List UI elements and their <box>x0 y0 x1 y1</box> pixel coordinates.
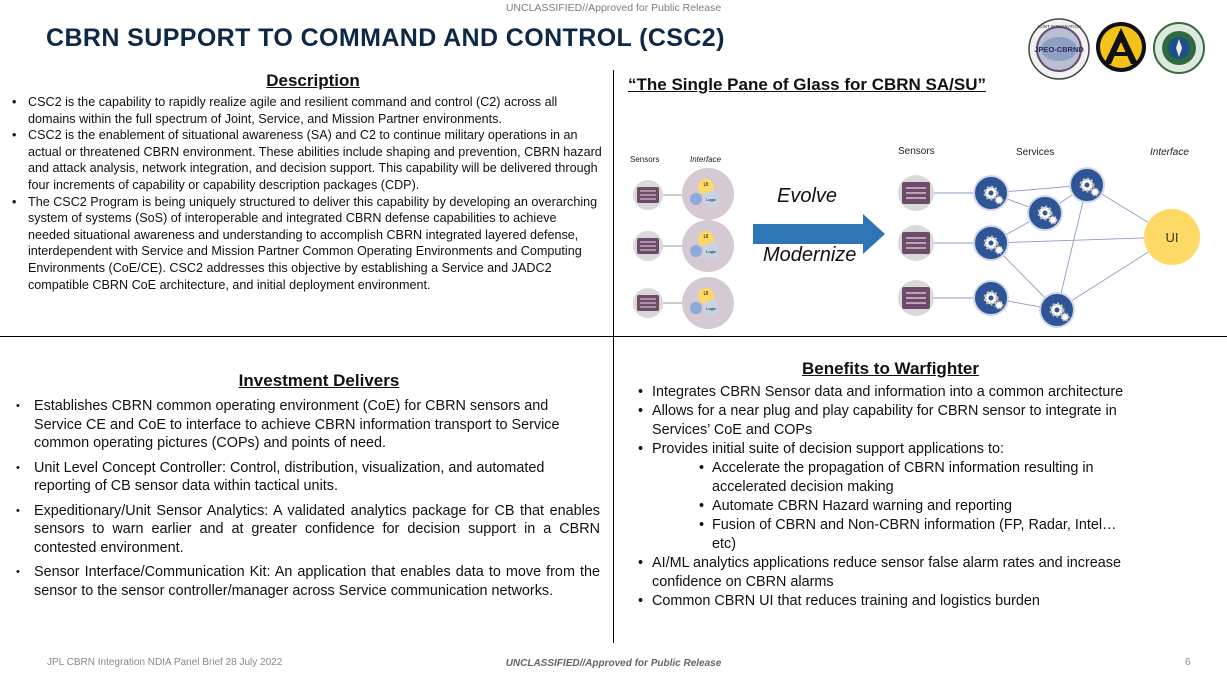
legacy-system-row: UI Logic <box>632 220 734 272</box>
benefit-item: Provides initial suite of decision suppo… <box>638 440 1143 554</box>
interface-node <box>682 277 734 329</box>
classification-banner-top: UNCLASSIFIED//Approved for Public Releas… <box>505 2 722 14</box>
evolution-diagram: Sensors Interface UI Logic UI Logic UI L… <box>630 146 1200 329</box>
benefits-heading: Benefits to Warfighter <box>802 359 979 378</box>
evolve-label: Evolve <box>777 185 837 207</box>
left-interface-label: Interface <box>690 155 722 164</box>
sensor-icon <box>897 279 935 317</box>
sensor-icon <box>897 174 935 212</box>
benefit-item: Integrates CBRN Sensor data and informat… <box>638 383 1143 402</box>
investment-item: Establishes CBRN common operating enviro… <box>0 397 600 453</box>
service-gear-icon <box>1038 291 1076 329</box>
right-sensors-label: Sensors <box>898 146 935 157</box>
sensor-icon <box>632 179 664 211</box>
benefit-item: Common CBRN UI that reduces training and… <box>638 592 1143 611</box>
seal-logo-text: JPEO-CBRND <box>1034 45 1084 54</box>
ui-node-label: UI <box>1166 230 1179 245</box>
svg-text:UI: UI <box>704 182 709 188</box>
page-number: 6 <box>1185 657 1191 668</box>
service-gear-icon <box>1068 166 1106 204</box>
army-acquisition-logo <box>1094 20 1148 74</box>
description-item: CSC2 is the enablement of situational aw… <box>10 127 602 193</box>
svg-text:UI: UI <box>704 234 709 240</box>
classification-banner-bottom: UNCLASSIFIED//Approved for Public Releas… <box>505 658 722 669</box>
seal-ring-text: JOINT INTEGRATION <box>1037 24 1082 29</box>
interface-node <box>682 168 734 220</box>
right-services-label: Services <box>1016 147 1054 158</box>
interface-node <box>682 220 734 272</box>
benefit-subitem: Accelerate the propagation of CBRN infor… <box>652 459 1143 497</box>
description-heading: Description <box>266 71 360 90</box>
benefit-sublist: Accelerate the propagation of CBRN infor… <box>652 459 1143 554</box>
description-list: CSC2 is the capability to rapidly realiz… <box>10 94 602 293</box>
benefit-item: AI/ML analytics applications reduce sens… <box>638 554 1143 592</box>
investment-item: Expeditionary/Unit Sensor Analytics: A v… <box>0 502 600 558</box>
investment-item: Unit Level Concept Controller: Control, … <box>0 459 600 496</box>
sensor-icon <box>897 224 935 262</box>
svg-text:Logic: Logic <box>706 249 716 254</box>
investment-list: Establishes CBRN common operating enviro… <box>0 397 600 606</box>
description-item: CSC2 is the capability to rapidly realiz… <box>10 94 602 127</box>
legacy-system-row: UI Logic <box>632 168 734 220</box>
sensor-icon <box>632 287 664 319</box>
svg-text:Logic: Logic <box>706 306 716 311</box>
service-gear-icon <box>972 224 1010 262</box>
evolve-arrow <box>753 214 885 254</box>
page-title: CBRN SUPPORT TO COMMAND AND CONTROL (CSC… <box>46 24 725 52</box>
svg-text:UI: UI <box>704 291 709 297</box>
service-gear-icon <box>972 174 1010 212</box>
glass-heading: “The Single Pane of Glass for CBRN SA/SU… <box>628 75 987 94</box>
benefit-subitem: Automate CBRN Hazard warning and reporti… <box>652 497 1143 516</box>
horizontal-divider <box>0 336 1227 337</box>
ui-node <box>1144 209 1200 265</box>
green-seal-logo <box>1153 22 1205 74</box>
service-gear-icon <box>1026 194 1064 232</box>
benefit-item-text: Provides initial suite of decision suppo… <box>652 441 1004 457</box>
investment-item: Sensor Interface/Communication Kit: An a… <box>0 563 600 600</box>
jpeo-cbrnd-seal-logo: JPEO-CBRND JOINT INTEGRATION <box>1028 18 1090 80</box>
vertical-divider-top <box>613 70 614 336</box>
benefits-list: Integrates CBRN Sensor data and informat… <box>638 383 1143 611</box>
benefit-subitem: Fusion of CBRN and Non-CBRN information … <box>652 516 1143 554</box>
svg-text:Logic: Logic <box>706 197 716 202</box>
investment-heading: Investment Delivers <box>238 371 400 390</box>
service-gear-icon <box>972 279 1010 317</box>
sensor-icon <box>632 230 664 262</box>
modernize-label: Modernize <box>763 244 856 266</box>
legacy-system-row: UI Logic <box>632 277 734 329</box>
vertical-divider-bottom <box>613 337 614 643</box>
footer-source: JPL CBRN Integration NDIA Panel Brief 28… <box>47 657 283 668</box>
right-interface-label: Interface <box>1150 147 1189 158</box>
description-item: The CSC2 Program is being uniquely struc… <box>10 194 602 294</box>
left-sensors-label: Sensors <box>630 155 659 164</box>
benefit-item: Allows for a near plug and play capabili… <box>638 402 1143 440</box>
